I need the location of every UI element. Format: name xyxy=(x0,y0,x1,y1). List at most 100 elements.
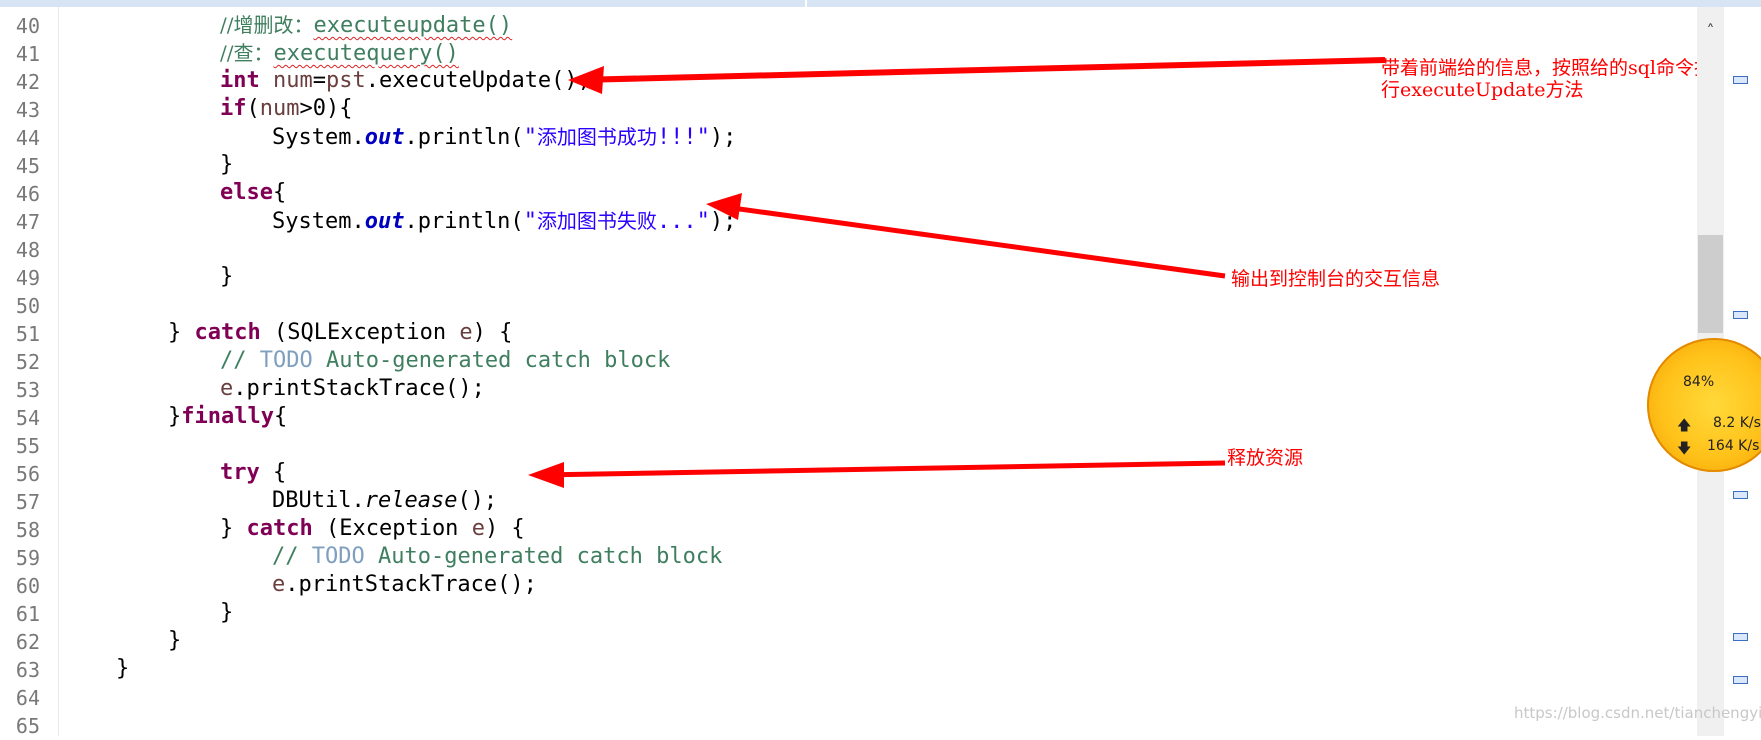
method-call: .executeUpdate(); xyxy=(365,68,591,93)
code-line-57[interactable]: DBUtil.release(); xyxy=(272,487,497,515)
comment: //增删改： xyxy=(220,13,314,37)
code-line-46[interactable]: else{ xyxy=(220,179,286,207)
code-line-40[interactable]: //增删改：executeupdate() xyxy=(220,11,512,39)
line-number: 62 xyxy=(15,630,40,654)
class-ref: System. xyxy=(272,209,365,234)
code-line-45[interactable]: } xyxy=(220,151,233,179)
string-quote: " xyxy=(523,125,537,150)
line-number: 41 xyxy=(15,42,40,66)
comment: // xyxy=(272,544,312,569)
code-line-43[interactable]: if(num>0){ xyxy=(220,95,352,123)
arrow-to-executeupdate xyxy=(577,57,1386,83)
comment: // xyxy=(220,348,260,373)
line-number: 61 xyxy=(15,602,40,626)
line-number: 40 xyxy=(15,14,40,38)
exception-type: (Exception xyxy=(312,516,472,541)
code-line-61[interactable]: } xyxy=(220,599,233,627)
code-line-41[interactable]: //查：executequery() xyxy=(220,39,459,67)
variable: num xyxy=(259,96,300,121)
todo-tag: TODO xyxy=(311,544,365,569)
brace: ) { xyxy=(472,320,513,345)
code-line-59[interactable]: // TODO Auto-generated catch block xyxy=(272,543,722,571)
statement-end: (); xyxy=(457,488,498,513)
variable: e xyxy=(471,516,485,541)
variable: pst xyxy=(326,68,366,93)
code-line-58[interactable]: } catch (Exception e) { xyxy=(220,515,525,543)
operator: = xyxy=(312,68,326,93)
line-number: 64 xyxy=(15,686,40,710)
brace: } xyxy=(168,404,182,429)
overview-marker[interactable] xyxy=(1733,311,1748,319)
string-literal-tail: ..." xyxy=(656,209,710,234)
overview-marker[interactable] xyxy=(1733,76,1748,84)
static-field: out xyxy=(364,125,405,150)
string-quote: " xyxy=(523,209,537,234)
annotation-line: 行executeUpdate方法 xyxy=(1381,79,1584,101)
comment: Auto-generated catch block xyxy=(312,348,671,373)
string-literal: 添加图书成功 xyxy=(536,125,657,149)
line-number: 50 xyxy=(15,294,40,318)
code-line-60[interactable]: e.printStackTrace(); xyxy=(272,571,537,599)
line-number: 57 xyxy=(15,490,40,514)
brace: } xyxy=(168,628,182,653)
statement-end: ); xyxy=(709,125,737,150)
download-arrow-icon: 🡇 xyxy=(1677,441,1692,457)
keyword: if xyxy=(220,96,247,121)
brace: } xyxy=(220,516,247,541)
scroll-up-icon[interactable]: ˄ xyxy=(1706,21,1715,40)
method-call: .printStackTrace(); xyxy=(233,376,485,401)
comment: //查： xyxy=(220,41,274,65)
static-method: release xyxy=(364,488,458,513)
line-number: 54 xyxy=(15,406,40,430)
upload-arrow-icon: 🡅 xyxy=(1677,418,1692,434)
class-ref: DBUtil. xyxy=(272,488,365,513)
line-number: 60 xyxy=(15,574,40,598)
comment-method: executequery() xyxy=(273,41,459,66)
brace: { xyxy=(273,404,288,429)
code-line-53[interactable]: e.printStackTrace(); xyxy=(220,375,485,403)
line-number: 42 xyxy=(15,70,40,94)
overview-marker[interactable] xyxy=(1733,676,1748,684)
line-number: 49 xyxy=(15,266,40,290)
line-number: 58 xyxy=(15,518,40,542)
overview-marker[interactable] xyxy=(1733,491,1748,499)
arrowhead xyxy=(528,462,564,488)
variable: e xyxy=(459,320,473,345)
code-line-44[interactable]: System.out.println("添加图书成功!!!"); xyxy=(272,123,736,151)
arrow-to-release xyxy=(539,460,1226,478)
line-number: 56 xyxy=(15,462,40,486)
tab-divider xyxy=(805,0,807,7)
code-line-62[interactable]: } xyxy=(168,627,181,655)
variable: e xyxy=(220,376,234,401)
line-number: 59 xyxy=(15,546,40,570)
line-number: 63 xyxy=(15,658,40,682)
brace: } xyxy=(220,152,234,177)
code-line-52[interactable]: // TODO Auto-generated catch block xyxy=(220,347,670,375)
network-speed-widget[interactable]: 84% 🡅 8.2 K/s 🡇 164 K/s xyxy=(1647,338,1761,472)
line-number: 52 xyxy=(15,350,40,374)
line-number: 53 xyxy=(15,378,40,402)
variable: num xyxy=(273,68,313,93)
upload-rate: 8.2 K/s xyxy=(1713,415,1761,431)
editor-tab-strip xyxy=(0,0,1761,7)
code-line-56[interactable]: try { xyxy=(220,459,286,487)
code-line-49[interactable]: } xyxy=(220,263,233,291)
line-number: 43 xyxy=(15,98,40,122)
arrow-to-println xyxy=(717,203,1226,279)
code-line-42[interactable]: int num=pst.executeUpdate(); xyxy=(220,67,591,95)
annotation-note-executeupdate: 带着前端给的信息，按照给的sql命令执行executeUpdate方法 xyxy=(1381,57,1713,101)
overview-marker[interactable] xyxy=(1733,633,1748,641)
expression: >0){ xyxy=(299,96,353,121)
brace: } xyxy=(220,600,234,625)
line-number: 47 xyxy=(15,210,40,234)
method-call: .println( xyxy=(404,125,524,150)
code-line-54[interactable]: }finally{ xyxy=(168,403,287,431)
arrowhead xyxy=(568,66,604,94)
brace: } xyxy=(168,320,195,345)
code-line-51[interactable]: } catch (SQLException e) { xyxy=(168,319,512,347)
code-line-63[interactable]: } xyxy=(116,655,129,683)
annotation-note-release: 释放资源 xyxy=(1227,447,1304,469)
method-call: .printStackTrace(); xyxy=(285,572,537,597)
scrollbar-thumb[interactable] xyxy=(1698,235,1723,333)
